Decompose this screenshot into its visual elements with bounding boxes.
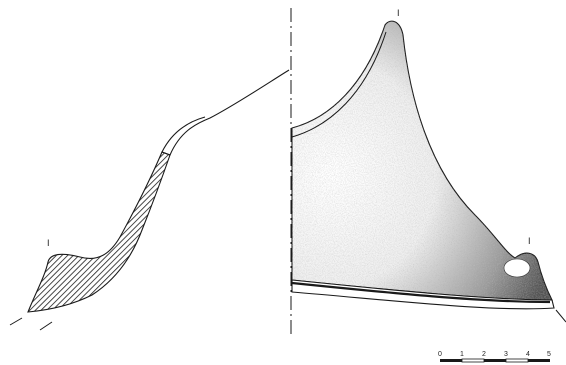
scale-bar-segment — [505, 358, 529, 363]
scale-bar-label: 2 — [482, 351, 486, 358]
profile-hatched-section — [27, 151, 171, 313]
scale-bar-segment — [440, 359, 462, 362]
profile-orientation-mark — [39, 321, 53, 331]
section-profile — [9, 69, 290, 331]
scale-bar-label: 5 — [547, 351, 551, 358]
scale-bar-label: 4 — [526, 351, 530, 358]
profile-outline-upper — [161, 69, 290, 156]
exterior-body-grain — [292, 21, 552, 300]
view-mark: I — [528, 236, 531, 246]
exterior-orientation-mark — [555, 309, 566, 323]
scale-bar: 0 1 2 3 4 5 — [438, 351, 551, 363]
scale-bar-segment — [528, 359, 550, 362]
scale-bar-label: 1 — [460, 351, 464, 358]
exterior-view — [291, 20, 566, 323]
profile-orientation-mark — [9, 317, 23, 326]
exterior-rim-line — [291, 31, 387, 138]
scale-bar-segment — [461, 358, 485, 363]
exterior-base-dark-line — [291, 281, 551, 304]
view-mark: I — [47, 238, 50, 248]
exterior-base-band — [291, 279, 555, 310]
view-mark: I — [397, 8, 400, 18]
scale-bar-label: 0 — [438, 351, 442, 358]
scale-bar-label: 3 — [504, 351, 508, 358]
scale-bar-segment — [484, 359, 506, 362]
exterior-lug-hole — [503, 258, 531, 278]
